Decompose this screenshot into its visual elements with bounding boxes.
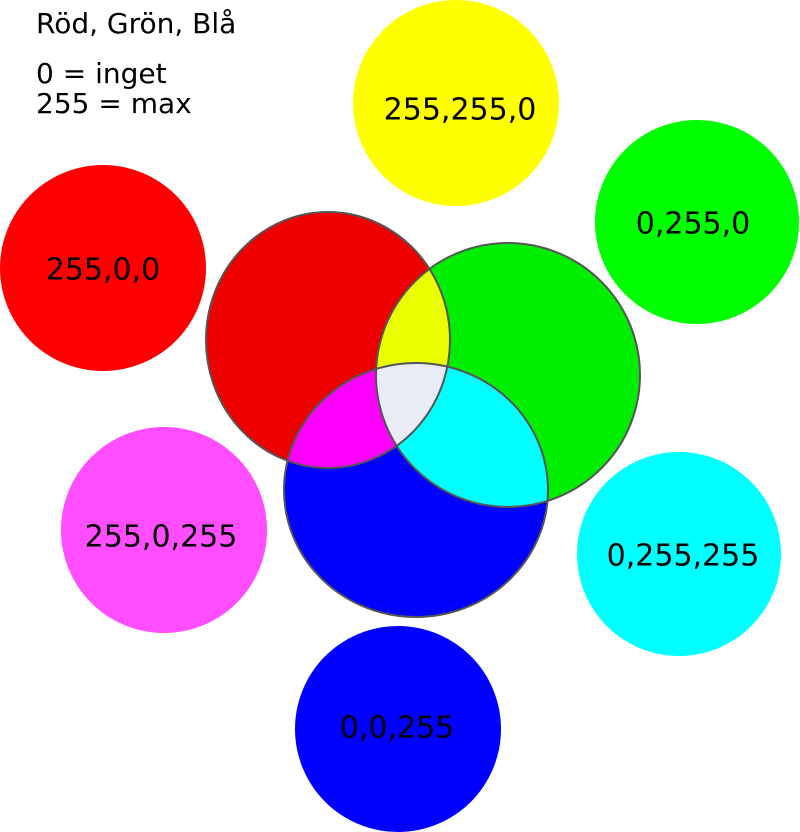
blue-swatch-label: 0,0,255 (340, 711, 455, 746)
magenta-swatch-label: 255,0,255 (85, 520, 238, 555)
cyan-swatch (577, 452, 781, 656)
venn-green-outline (375, 242, 641, 508)
yellow-swatch-label: 255,255,0 (384, 93, 537, 128)
yellow-swatch (353, 0, 559, 206)
magenta-swatch (61, 427, 267, 633)
venn-diagram (205, 211, 641, 618)
scale-min-note: 0 = inget (36, 57, 167, 90)
scale-max-note: 255 = max (36, 87, 192, 120)
blue-swatch (295, 626, 501, 832)
red-swatch (0, 165, 206, 371)
cyan-swatch-label: 0,255,255 (607, 539, 760, 574)
red-swatch-label: 255,0,0 (46, 253, 161, 288)
header-title: Röd, Grön, Blå (36, 7, 236, 40)
venn-blue-outline (283, 362, 549, 618)
green-swatch-label: 0,255,0 (636, 207, 751, 242)
venn-red-blue-overlap (284, 363, 450, 468)
green-swatch (595, 120, 799, 324)
venn-red-outline (205, 211, 451, 469)
